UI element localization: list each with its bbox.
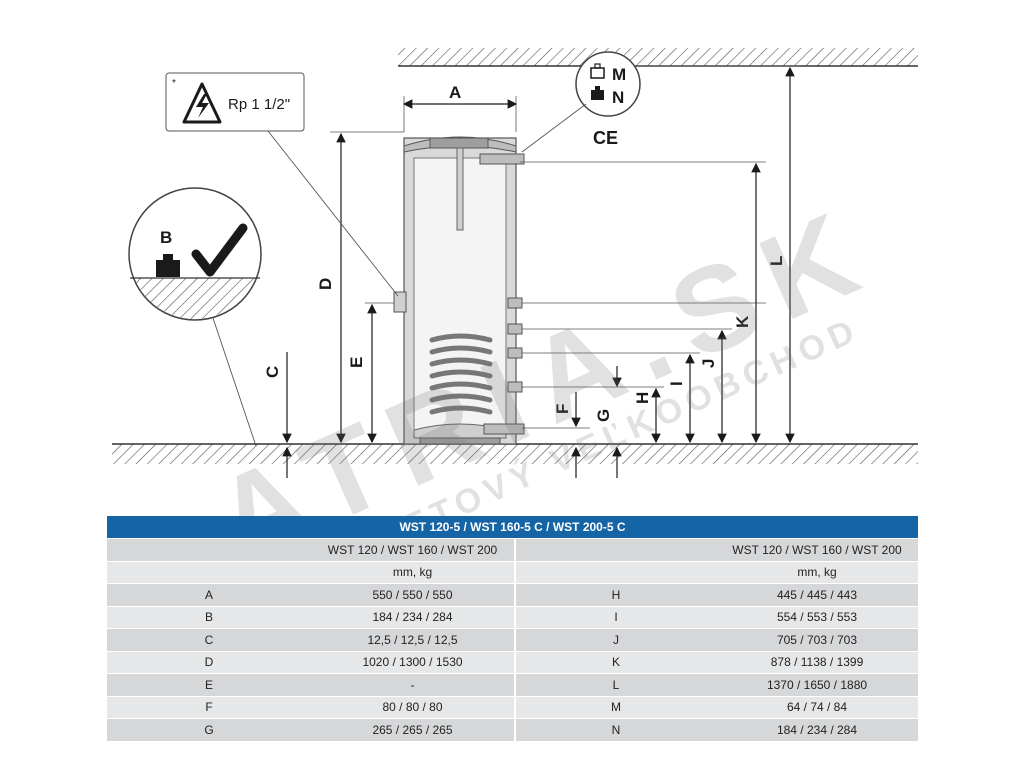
row-value-left: 12,5 / 12,5 / 12,5 (311, 628, 515, 652)
row-key-left: D (107, 651, 311, 674)
electric-connection-callout: * Rp 1 1/2" (165, 72, 399, 297)
dim-label-j: J (699, 359, 718, 368)
row-value-left: 1020 / 1300 / 1530 (311, 651, 515, 674)
row-key-left: F (107, 696, 311, 719)
header-units-left: mm, kg (311, 561, 515, 584)
row-value-right: 1370 / 1650 / 1880 (716, 673, 918, 697)
boiler-dimension-diagram: A D E C F G H I J K L * Rp 1 1/2" (112, 48, 918, 478)
dim-label-a: A (449, 83, 461, 102)
table-header-units-row: mm, kg mm, kg (107, 561, 918, 584)
callout-star: * (172, 78, 176, 89)
row-key-left: E (107, 673, 311, 697)
row-key-left: A (107, 583, 311, 607)
full-weight-icon (591, 86, 604, 100)
table-title-row: WST 120-5 / WST 160-5 C / WST 200-5 C (107, 516, 918, 539)
row-value-right: 445 / 445 / 443 (716, 583, 918, 607)
row-value-right: 554 / 553 / 553 (716, 606, 918, 629)
table-row: B 184 / 234 / 284 I 554 / 553 / 553 (107, 606, 918, 629)
weight-icon (156, 254, 180, 277)
dim-label-c: C (263, 366, 282, 378)
table-title: WST 120-5 / WST 160-5 C / WST 200-5 C (107, 516, 918, 539)
table-row: A 550 / 550 / 550 H 445 / 445 / 443 (107, 583, 918, 607)
table-row: C 12,5 / 12,5 / 12,5 J 705 / 703 / 703 (107, 628, 918, 652)
row-key-right: H (514, 583, 716, 607)
row-value-left: - (311, 673, 515, 697)
empty-weight-icon (590, 63, 605, 79)
row-key-right: K (514, 651, 716, 674)
weight-label-b: B (160, 228, 172, 247)
row-key-right: I (514, 606, 716, 629)
dim-label-f: F (553, 404, 572, 414)
header-units-right: mm, kg (716, 561, 918, 584)
dim-label-h: H (633, 392, 652, 404)
weight-callout: B (128, 187, 262, 447)
dim-label-k: K (733, 315, 752, 328)
row-value-left: 184 / 234 / 284 (311, 606, 515, 629)
dim-label-i: I (667, 381, 686, 386)
mass-label-m: M (612, 65, 626, 84)
header-models-left: WST 120 / WST 160 / WST 200 (311, 538, 515, 562)
row-key-right: L (514, 673, 716, 697)
row-value-right: 64 / 74 / 84 (716, 696, 918, 719)
row-key-right: J (514, 628, 716, 652)
row-value-left: 80 / 80 / 80 (311, 696, 515, 719)
boiler-tank (403, 136, 517, 445)
mass-label-n: N (612, 88, 624, 107)
dimensions-table: WST 120-5 / WST 160-5 C / WST 200-5 C WS… (107, 516, 918, 742)
dim-label-e: E (347, 357, 366, 368)
table-row: F 80 / 80 / 80 M 64 / 74 / 84 (107, 696, 918, 719)
row-key-left: G (107, 718, 311, 742)
row-key-right: N (514, 718, 716, 742)
electric-heater-socket (393, 291, 407, 313)
dim-label-g: G (594, 409, 613, 422)
row-key-right: M (514, 696, 716, 719)
table-row: G 265 / 265 / 265 N 184 / 234 / 284 (107, 718, 918, 742)
thread-size-label: Rp 1 1/2" (228, 96, 290, 113)
ceiling (398, 48, 918, 67)
heat-exchanger-coil (429, 333, 493, 415)
ce-mark: CE (593, 128, 618, 148)
row-value-left: 550 / 550 / 550 (311, 583, 515, 607)
row-value-right: 705 / 703 / 703 (716, 628, 918, 652)
table-header-models-row: WST 120 / WST 160 / WST 200 WST 120 / WS… (107, 538, 918, 562)
dim-label-d: D (316, 278, 335, 290)
table-row: D 1020 / 1300 / 1530 K 878 / 1138 / 1399 (107, 651, 918, 674)
row-value-right: 878 / 1138 / 1399 (716, 651, 918, 674)
row-value-right: 184 / 234 / 284 (716, 718, 918, 742)
mass-callout: M N (521, 51, 641, 153)
floor (112, 443, 918, 464)
header-models-right: WST 120 / WST 160 / WST 200 (716, 538, 918, 562)
table-row: E - L 1370 / 1650 / 1880 (107, 673, 918, 697)
dim-label-l: L (767, 256, 786, 266)
row-value-left: 265 / 265 / 265 (311, 718, 515, 742)
row-key-left: B (107, 606, 311, 629)
checkmark-icon (191, 223, 248, 277)
row-key-left: C (107, 628, 311, 652)
